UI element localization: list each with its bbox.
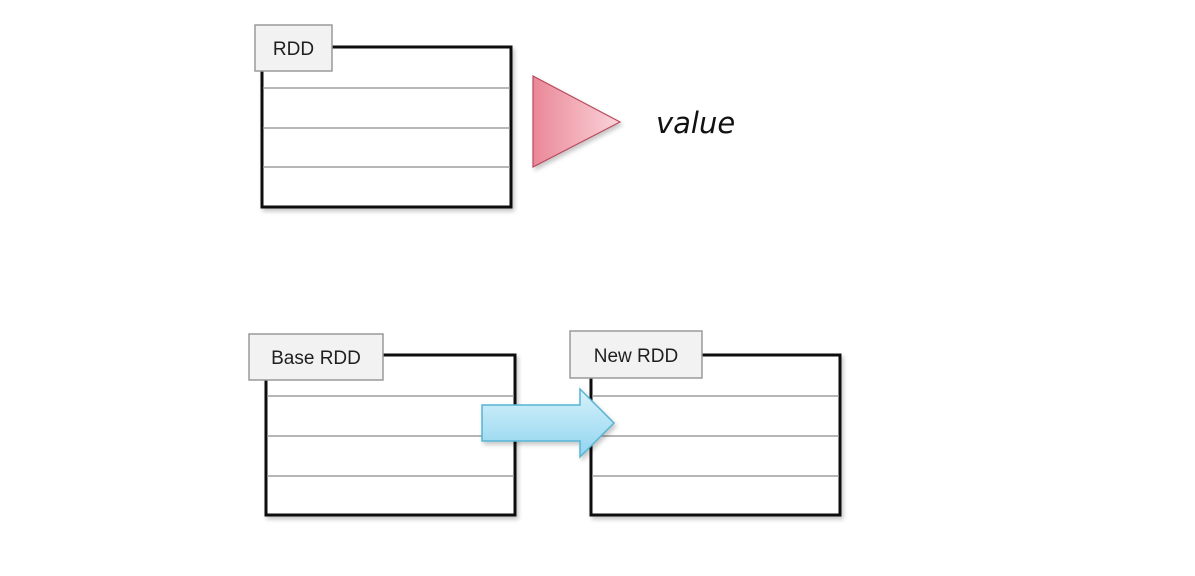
- new-rdd-table: New RDD: [569, 330, 842, 517]
- rdd-table-top: RDD: [254, 24, 513, 209]
- transformation-arrow-icon: [481, 387, 616, 459]
- rdd-label-tab: [254, 24, 333, 72]
- result-value-text: value: [656, 106, 735, 140]
- base-rdd-table: Base RDD: [248, 333, 517, 517]
- base-rdd-table-frame: [264, 353, 517, 517]
- new-rdd-label: New RDD: [594, 346, 678, 367]
- action-triangle-icon: [532, 75, 622, 168]
- rdd-table-top-frame: [260, 45, 513, 209]
- base-rdd-label-tab: [248, 333, 384, 381]
- base-rdd-label: Base RDD: [271, 348, 361, 369]
- new-rdd-table-frame: [589, 353, 842, 517]
- new-rdd-label-tab: [569, 330, 703, 379]
- rdd-label: RDD: [273, 39, 314, 60]
